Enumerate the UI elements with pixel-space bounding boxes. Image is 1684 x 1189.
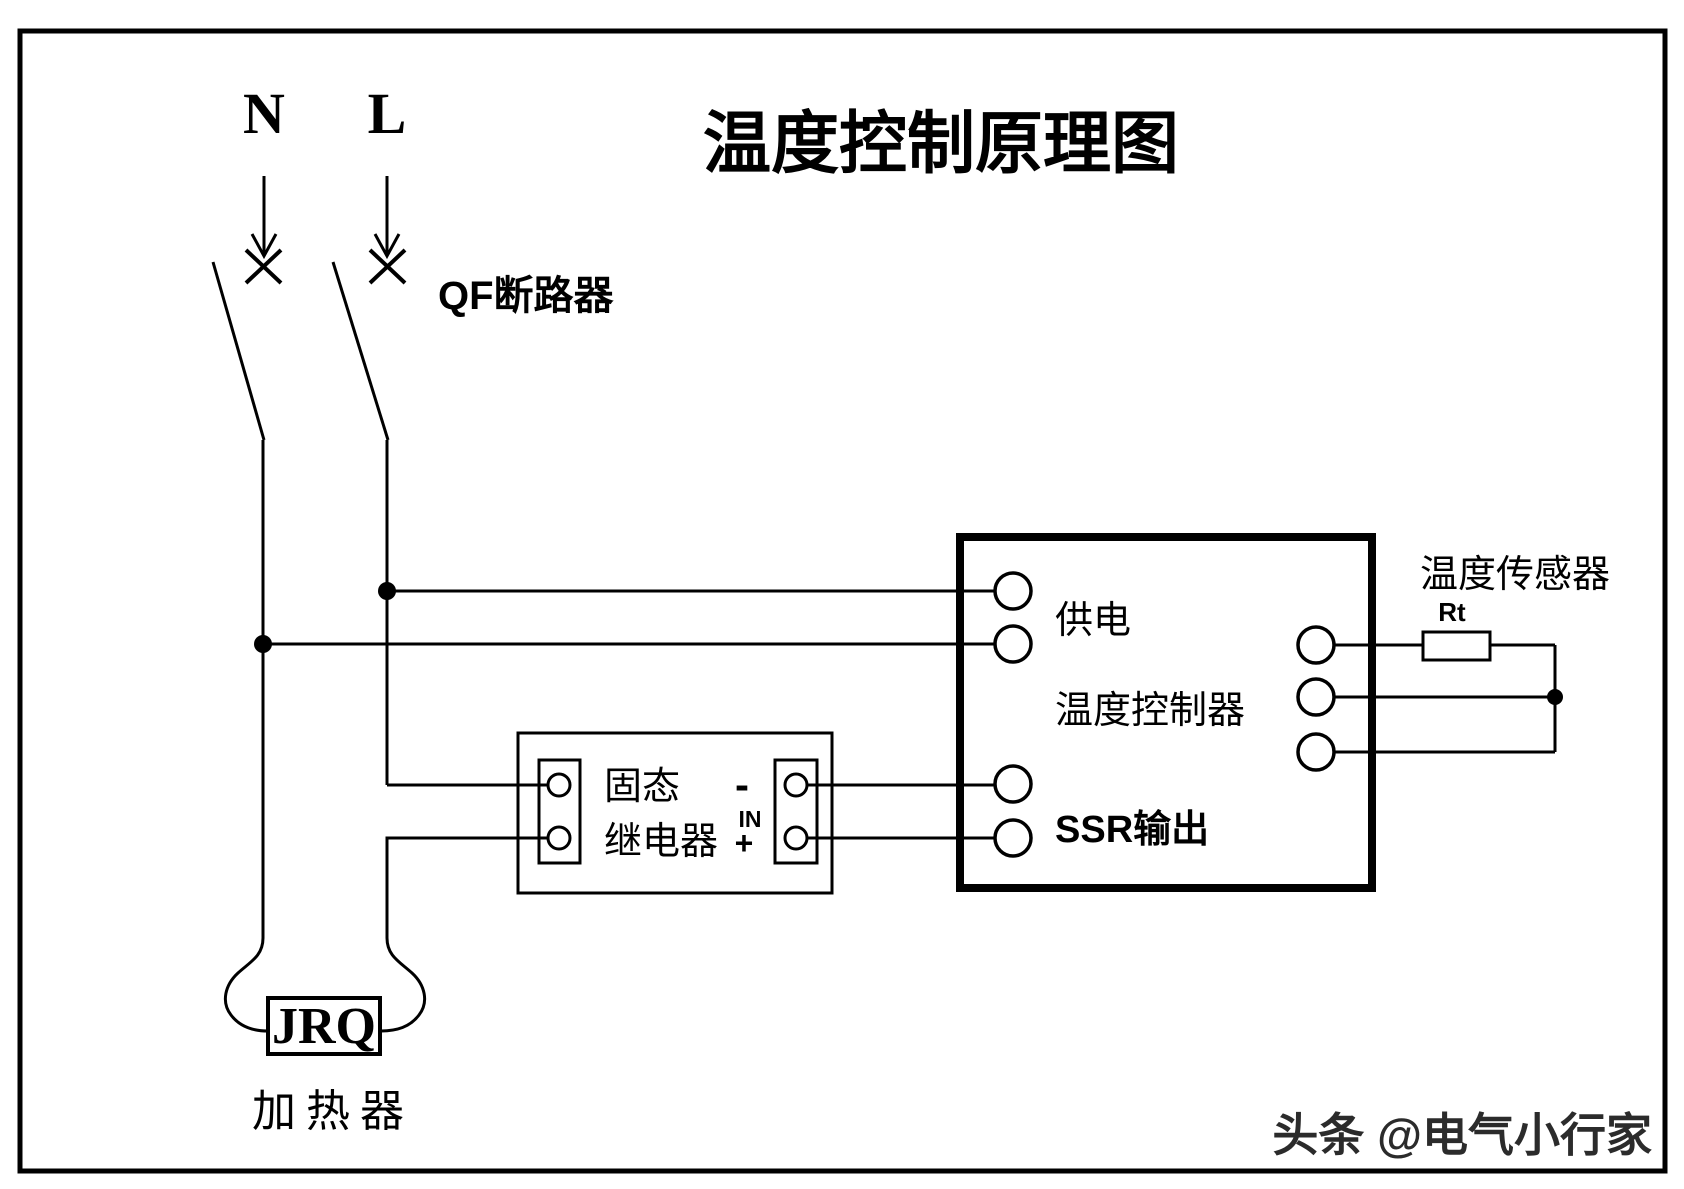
sensor-label: 温度传感器 <box>1420 554 1610 596</box>
heater-jrq-box <box>266 996 382 1056</box>
heater-box-label: JRQ <box>272 998 376 1055</box>
incoming-feed-n <box>250 176 278 260</box>
neutral-line-label: N <box>243 81 285 146</box>
arrow-down-icon <box>373 233 401 260</box>
breaker-blade <box>331 261 390 441</box>
ssr-left-terminal-block <box>537 758 582 865</box>
terminal-circle <box>1296 732 1336 772</box>
terminal-circle <box>783 772 809 798</box>
terminal-circle <box>1296 625 1336 665</box>
heater-bulb-right <box>379 937 427 1033</box>
ssr-minus-label: - <box>735 761 749 808</box>
terminal-circle <box>1296 677 1336 717</box>
ssr-name-line1: 固态 <box>604 766 680 808</box>
contact-x-icon <box>244 248 283 285</box>
temperature-controller-box: 供电 温度控制器 SSR输出 <box>956 533 1376 892</box>
ssr-in-label: IN <box>739 806 762 832</box>
watermark: 头条 @电气小行家 <box>1272 1109 1652 1161</box>
junction-dot <box>378 582 396 600</box>
controller-ssr-output-label: SSR输出 <box>1055 809 1209 851</box>
terminal-circle <box>993 764 1033 804</box>
contact-x-icon <box>368 248 407 285</box>
breaker-label: QF断路器 <box>438 274 615 318</box>
sensor-resistor-label: Rt <box>1438 597 1466 627</box>
ssr-plus-label: + <box>735 825 754 861</box>
junction-dot <box>254 635 272 653</box>
junction-dot <box>1547 689 1563 705</box>
ssr-relay-box: 固态 继电器 - IN + <box>516 731 834 895</box>
heater-label: 加热器 <box>252 1087 414 1136</box>
ssr-right-terminal-block <box>773 758 819 865</box>
ssr-outline <box>516 731 834 895</box>
breaker-pole-l <box>331 248 407 441</box>
heater-bulb-left <box>223 937 269 1033</box>
ssr-name-line2: 继电器 <box>604 821 718 863</box>
heater: JRQ 加热器 <box>223 937 427 1136</box>
terminal-circle <box>993 624 1033 664</box>
arrow-down-icon <box>250 233 278 260</box>
terminal-circle <box>546 825 572 851</box>
controller-name-label: 温度控制器 <box>1055 690 1245 732</box>
breaker-blade <box>211 261 266 441</box>
controller-power-label: 供电 <box>1055 600 1131 642</box>
sensor-resistor <box>1421 630 1492 662</box>
terminal-circle <box>783 825 809 851</box>
terminal-circle <box>993 818 1033 858</box>
incoming-feed-l <box>373 176 401 260</box>
controller-outline <box>956 533 1376 892</box>
wire-ssr-to-heater <box>385 836 548 938</box>
frame-border <box>17 28 1668 1174</box>
temperature-sensor-circuit: 温度传感器 Rt <box>1334 554 1610 754</box>
page-title: 温度控制原理图 <box>703 106 1179 182</box>
terminal-circle <box>993 571 1033 611</box>
live-line-label: L <box>368 81 407 146</box>
breaker-pole-n <box>211 248 283 441</box>
terminal-circle <box>546 772 572 798</box>
